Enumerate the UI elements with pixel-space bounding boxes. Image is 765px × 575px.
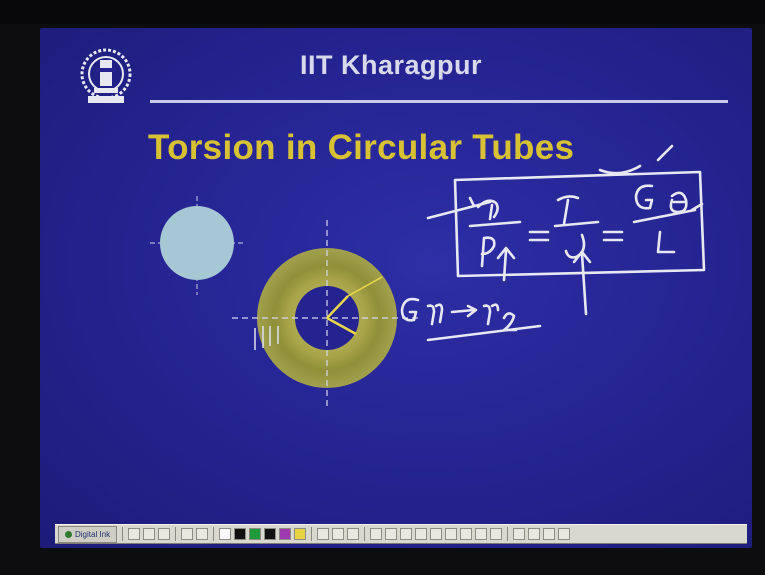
thin-line-icon[interactable] [317,528,330,540]
slide-canvas [40,28,752,548]
new-page-icon[interactable] [128,528,141,540]
video-frame-top [0,0,765,24]
toolbar-separator [213,527,215,541]
undo-icon[interactable] [475,528,488,540]
marker-icon[interactable] [385,528,398,540]
color-black-swatch[interactable] [234,528,247,540]
ink-toolbar: Digital Ink [55,524,747,544]
color-magenta-swatch[interactable] [279,528,292,540]
toolbar-separator [175,527,177,541]
toolbar-separator [311,527,313,541]
color-green-swatch[interactable] [249,528,262,540]
start-button[interactable]: Digital Ink [58,525,118,543]
toolbar-separator [364,527,366,541]
header-divider [150,100,728,103]
color-dark-swatch[interactable] [264,528,277,540]
iit-logo-icon [80,48,132,103]
ellipse-tool-icon[interactable] [445,528,458,540]
line-tool-icon[interactable] [415,528,428,540]
zoom-icon[interactable] [513,528,526,540]
color-white-swatch[interactable] [219,528,232,540]
pen-icon[interactable] [158,528,171,540]
pencil-icon[interactable] [370,528,383,540]
save-icon[interactable] [558,528,571,540]
grid-icon[interactable] [528,528,541,540]
slide-header: IIT Kharagpur [300,50,483,80]
rectangle-tool-icon[interactable] [430,528,443,540]
copy-page-icon[interactable] [143,528,156,540]
slide-title: Torsion in Circular Tubes [148,128,575,167]
color-yellow-swatch[interactable] [294,528,307,540]
check-tool-icon[interactable] [460,528,473,540]
next-arrow-icon[interactable] [196,528,209,540]
medium-line-icon[interactable] [332,528,345,540]
thick-line-icon[interactable] [347,528,360,540]
prev-arrow-icon[interactable] [181,528,194,540]
page-icon[interactable] [543,528,556,540]
eraser-icon[interactable] [400,528,413,540]
toolbar-separator [122,527,124,541]
redo-icon[interactable] [490,528,503,540]
app-icon [65,530,72,538]
toolbar-separator [507,527,509,541]
start-button-label: Digital Ink [75,529,111,539]
